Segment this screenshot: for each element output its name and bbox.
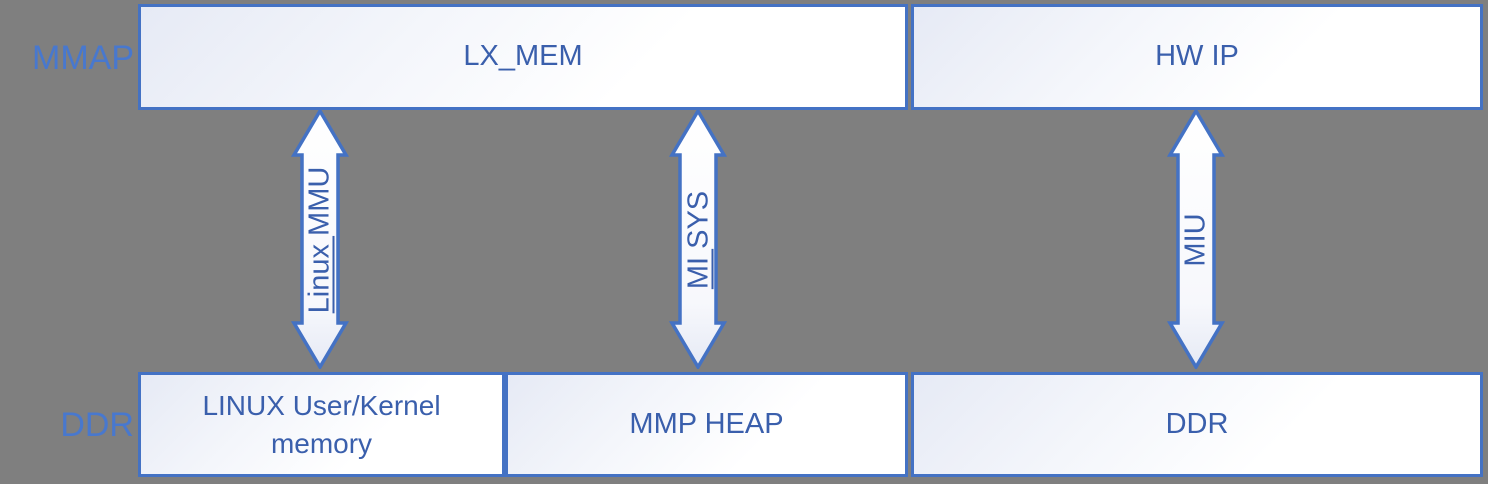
row-label-ddr: DDR [60, 406, 134, 444]
arrow-label-mi-sys-rest: SYS [682, 190, 715, 249]
box-linux-user-kernel-memory-label: LINUX User/Kernel memory [202, 389, 441, 459]
double-arrow-mi-sys [669, 109, 727, 369]
box-mmp-heap: MMP HEAP [505, 372, 908, 477]
box-hw-ip-label: HW IP [1155, 40, 1239, 73]
box-lx-mem: LX_MEM [138, 4, 908, 110]
double-arrow-linux-mmu [291, 109, 349, 369]
box-hw-ip: HW IP [911, 4, 1483, 110]
box-mmp-heap-label: MMP HEAP [629, 407, 784, 440]
arrow-label-miu: MIU [1179, 213, 1212, 267]
arrow-label-miu-rest: MIU [1179, 213, 1212, 267]
arrow-label-mi-sys-underlined: MI [682, 248, 715, 290]
box-ddr: DDR [911, 372, 1483, 477]
box-linux-user-kernel-memory: LINUX User/Kernel memory [138, 372, 505, 477]
double-arrow-miu [1167, 109, 1225, 369]
box-ddr-label: DDR [1165, 407, 1229, 440]
arrow-label-linux-mmu-underlined: Linux [303, 235, 336, 314]
arrow-label-mi-sys: MI SYS [682, 190, 715, 290]
row-label-mmap: MMAP [32, 39, 134, 77]
arrow-label-linux-mmu-rest: MMU [303, 166, 336, 236]
box-lx-mem-label: LX_MEM [463, 40, 583, 73]
arrow-label-linux-mmu: Linux MMU [303, 166, 336, 314]
